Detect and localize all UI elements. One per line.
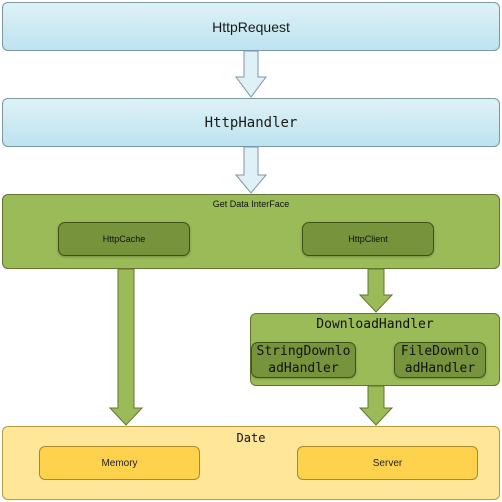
file-download-handler-node: FileDownloadHandler (394, 342, 486, 378)
http-client-node: HttpClient (302, 222, 434, 256)
server-label: Server (372, 457, 403, 469)
memory-label: Memory (101, 457, 138, 469)
arrow-request-to-handler (235, 50, 267, 98)
http-request-node: HttpRequest (2, 2, 500, 51)
server-node: Server (297, 446, 478, 480)
string-download-handler-label: StringDownloadHandler (256, 344, 351, 376)
get-data-interface-title: Get Data InterFace (212, 199, 290, 209)
file-download-handler-label: FileDownloadHandler (400, 344, 480, 376)
http-request-label: HttpRequest (212, 18, 290, 35)
http-client-label: HttpClient (348, 234, 388, 244)
download-handler-title: DownloadHandler (316, 317, 434, 332)
string-download-handler-node: StringDownloadHandler (251, 342, 356, 378)
date-title: Date (236, 431, 266, 445)
arrow-handler-to-interface (234, 146, 268, 194)
arrow-cache-to-memory (108, 268, 144, 426)
http-cache-label: HttpCache (102, 234, 146, 244)
http-handler-label: HttpHandler (204, 114, 298, 131)
http-cache-node: HttpCache (58, 222, 190, 256)
arrow-download-to-date (358, 385, 394, 426)
memory-node: Memory (39, 446, 200, 480)
arrow-client-to-download (358, 268, 394, 313)
